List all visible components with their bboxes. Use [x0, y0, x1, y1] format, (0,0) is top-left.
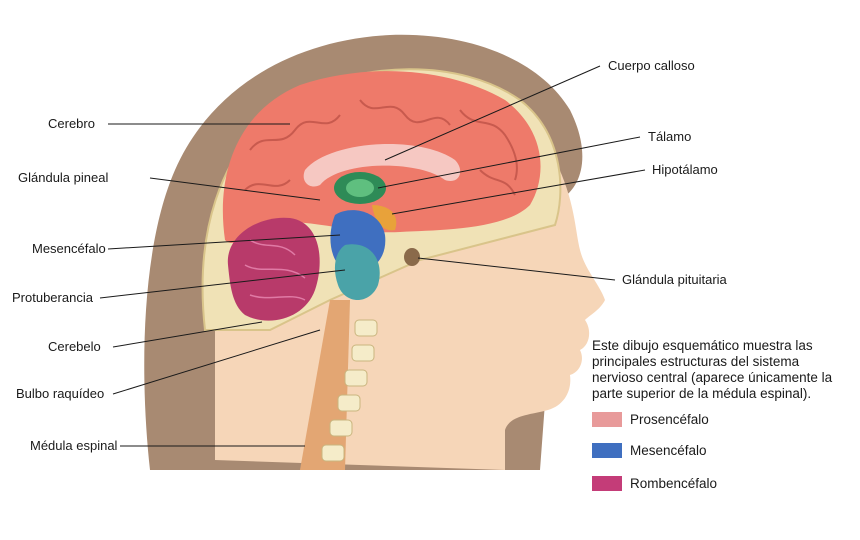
label-cerebelo: Cerebelo [48, 339, 101, 354]
label-hipotalamo: Hipotálamo [652, 162, 718, 177]
legend-swatch [592, 411, 622, 427]
diagram-caption: Este dibujo esquemático muestra las prin… [592, 338, 833, 401]
legend-label: Rombencéfalo [630, 475, 718, 491]
label-glandula-pituitaria: Glándula pituitaria [622, 272, 727, 287]
label-protuberancia: Protuberancia [12, 290, 93, 305]
label-cuerpo-calloso: Cuerpo calloso [608, 58, 695, 73]
label-mesencefalo: Mesencéfalo [32, 241, 106, 256]
pons-shape [334, 244, 380, 300]
legend-label: Prosencéfalo [630, 411, 709, 427]
legend-swatch [592, 475, 622, 491]
legend-item-prosencefalo: Prosencéfalo [592, 410, 709, 428]
legend-label: Mesencéfalo [630, 442, 707, 458]
legend-item-rombencefalo: Rombencéfalo [592, 474, 717, 492]
legend-item-mesencefalo: Mesencéfalo [592, 441, 707, 459]
leader-lines [99, 65, 646, 447]
gyri-lines [244, 99, 518, 196]
label-cerebro: Cerebro [48, 116, 95, 131]
label-bulbo-raquideo: Bulbo raquídeo [16, 386, 105, 401]
label-glandula-pineal: Glándula pineal [18, 170, 109, 185]
label-talamo: Tálamo [648, 129, 692, 144]
pituitary-shape [404, 248, 420, 266]
vertebrae [321, 319, 378, 462]
label-medula-espinal: Médula espinal [30, 438, 118, 453]
corpus-callosum-shape [303, 143, 461, 187]
legend-swatch [592, 442, 622, 458]
hypothalamus-shape [372, 205, 397, 231]
